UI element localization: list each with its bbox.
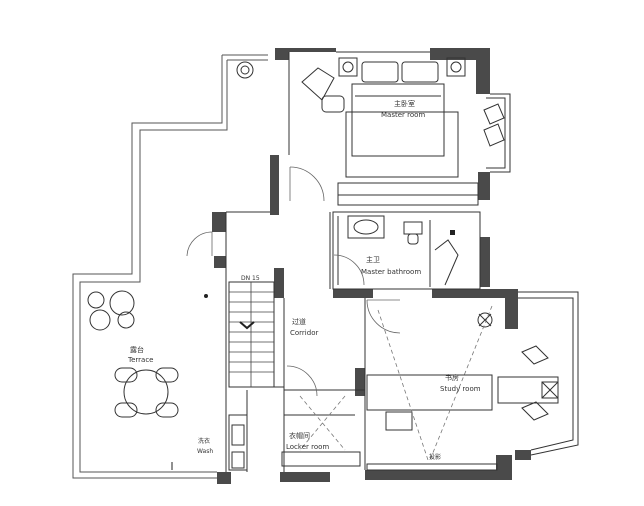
corridor-label-cn: 过道 bbox=[292, 317, 306, 326]
terrace-label-cn: 露台 bbox=[130, 345, 144, 354]
wash-fixture bbox=[231, 424, 245, 469]
master-armchair bbox=[301, 67, 345, 113]
study-room-label-en: Study room bbox=[440, 385, 481, 393]
stair-treads bbox=[229, 282, 274, 387]
terrace-outline bbox=[72, 54, 268, 479]
wash-label-cn: 洗衣 bbox=[198, 437, 210, 445]
stair-label: DN 15 bbox=[241, 275, 260, 282]
partitions bbox=[225, 51, 579, 472]
locker-room-label-cn: 衣帽间 bbox=[289, 431, 310, 440]
bath-fixture-mark bbox=[450, 230, 455, 235]
terrace-label-en: Terrace bbox=[127, 356, 153, 364]
master-bathroom-label-cn: 主卫 bbox=[366, 255, 380, 264]
walls bbox=[212, 48, 531, 484]
master-bed bbox=[338, 57, 466, 178]
ceiling-light-icon bbox=[477, 312, 493, 328]
stair-arrow-icon bbox=[239, 321, 255, 330]
master-room-label-cn: 主卧室 bbox=[394, 99, 415, 108]
study-fan-icon bbox=[541, 381, 559, 399]
terrace-light-icon bbox=[236, 61, 254, 79]
master-bathroom-label-en: Master bathroom bbox=[361, 268, 421, 276]
bathroom-fixtures bbox=[347, 215, 459, 286]
drain-icon bbox=[204, 294, 208, 298]
projection-label: 投影 bbox=[429, 453, 441, 461]
door-swings bbox=[186, 166, 401, 397]
locker-room-label-en: Locker room bbox=[286, 443, 329, 451]
projection-lines bbox=[299, 305, 493, 461]
corridor-label-en: Corridor bbox=[290, 329, 318, 337]
bay-cushions bbox=[483, 103, 505, 147]
terrace-furniture bbox=[87, 290, 179, 418]
wash-label-en: Wash bbox=[197, 448, 213, 455]
master-room-label-en: Master room bbox=[381, 111, 425, 119]
study-room-label-cn: 书房 bbox=[445, 373, 459, 382]
